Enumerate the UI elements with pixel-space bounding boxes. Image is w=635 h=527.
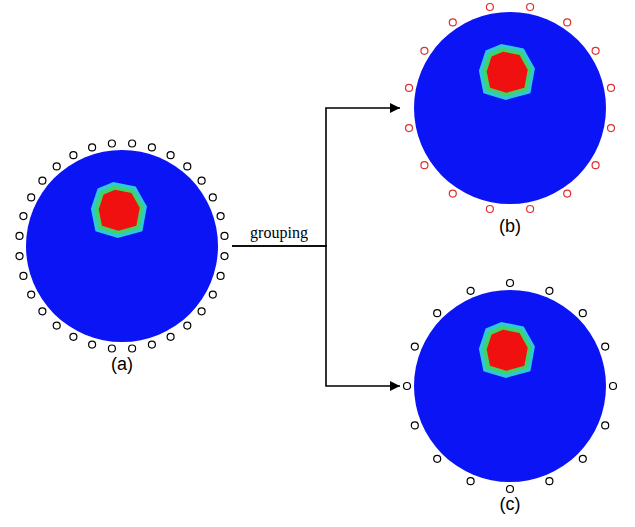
electrode	[404, 383, 411, 390]
electrode	[449, 190, 456, 197]
electrode	[610, 383, 617, 390]
inclusion-edge	[483, 48, 532, 97]
connector-line	[232, 108, 400, 246]
electrode	[209, 194, 216, 201]
electrode	[608, 125, 615, 132]
electrode	[167, 152, 174, 159]
electrode	[406, 125, 413, 132]
electrode	[564, 190, 571, 197]
electrode	[602, 343, 609, 350]
conductivity-field	[26, 150, 218, 342]
electrode	[16, 253, 23, 260]
electrode	[184, 163, 191, 170]
electrode	[507, 280, 514, 287]
electrode	[89, 341, 96, 348]
connector	[232, 103, 400, 246]
electrode	[507, 486, 514, 493]
panel-label: (c)	[402, 494, 618, 514]
electrode	[467, 287, 474, 294]
electrode	[592, 47, 599, 54]
electrode	[421, 47, 428, 54]
electrode	[198, 177, 205, 184]
electrode	[579, 310, 586, 317]
inclusion-edge	[479, 44, 535, 100]
electrode	[129, 140, 136, 147]
electrode	[28, 194, 35, 201]
electrode	[39, 308, 46, 315]
electrode	[592, 162, 599, 169]
electrode	[546, 287, 553, 294]
electrode	[602, 422, 609, 429]
electrode	[467, 478, 474, 485]
electrode	[411, 422, 418, 429]
electrode	[89, 144, 96, 151]
electrode	[527, 4, 534, 11]
electrode	[209, 291, 216, 298]
eit-image: (c)	[402, 278, 618, 514]
electrode	[217, 213, 224, 220]
electrode	[167, 333, 174, 340]
tomography-disc	[14, 138, 230, 354]
arrowhead	[390, 103, 400, 113]
electrode	[108, 140, 115, 147]
eit-image: (b)	[402, 0, 618, 236]
inclusion-core	[487, 52, 528, 93]
electrode	[449, 19, 456, 26]
connector	[232, 246, 400, 391]
electrode	[546, 478, 553, 485]
electrode	[486, 206, 493, 213]
edge-label: grouping	[248, 224, 310, 242]
electrode	[70, 333, 77, 340]
electrode	[184, 322, 191, 329]
electrode	[411, 343, 418, 350]
electrode	[70, 152, 77, 159]
electrode	[53, 163, 60, 170]
inclusion-core	[487, 330, 528, 371]
electrode	[434, 310, 441, 317]
electrode	[20, 213, 27, 220]
electrode	[486, 4, 493, 11]
arrowhead	[390, 381, 400, 391]
tomography-disc	[402, 278, 618, 494]
electrode	[421, 162, 428, 169]
connector-line	[232, 246, 400, 386]
electrode	[527, 206, 534, 213]
electrode	[53, 322, 60, 329]
eit-image: (a)	[14, 138, 230, 374]
electrode	[148, 144, 155, 151]
panel-label: (a)	[14, 354, 230, 374]
electrode	[148, 341, 155, 348]
electrode	[434, 455, 441, 462]
inclusion-edge	[479, 322, 535, 378]
electrode	[39, 177, 46, 184]
electrode	[579, 455, 586, 462]
electrode	[20, 272, 27, 279]
inclusion-core	[99, 190, 140, 231]
electrode	[564, 19, 571, 26]
inclusion-edge	[95, 186, 144, 235]
tomography-disc	[402, 0, 618, 216]
conductivity-field	[414, 12, 606, 204]
electrode	[217, 272, 224, 279]
electrode	[406, 84, 413, 91]
electrode	[129, 345, 136, 352]
inclusion-edge	[483, 326, 532, 375]
electrode	[221, 232, 228, 239]
electrode	[16, 232, 23, 239]
electrode	[28, 291, 35, 298]
inclusion-edge	[91, 182, 147, 238]
conductivity-field	[414, 290, 606, 482]
electrode	[198, 308, 205, 315]
electrode	[608, 84, 615, 91]
electrode	[221, 253, 228, 260]
panel-label: (b)	[402, 216, 618, 236]
electrode	[108, 345, 115, 352]
